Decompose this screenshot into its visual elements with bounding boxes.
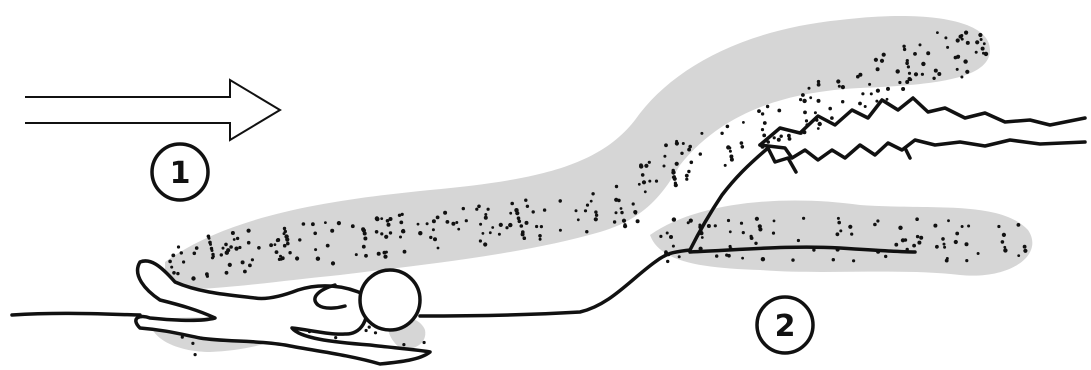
- wind-arrow-icon: [25, 80, 280, 140]
- marker-2-label: 2: [775, 309, 796, 344]
- lightning-bolt: [760, 98, 1085, 172]
- dust-cloud-lower: [650, 200, 1032, 275]
- person-head: [360, 270, 420, 330]
- marker-1-label: 1: [170, 156, 191, 191]
- marker-1: 1: [152, 144, 208, 200]
- marker-2: 2: [757, 297, 813, 353]
